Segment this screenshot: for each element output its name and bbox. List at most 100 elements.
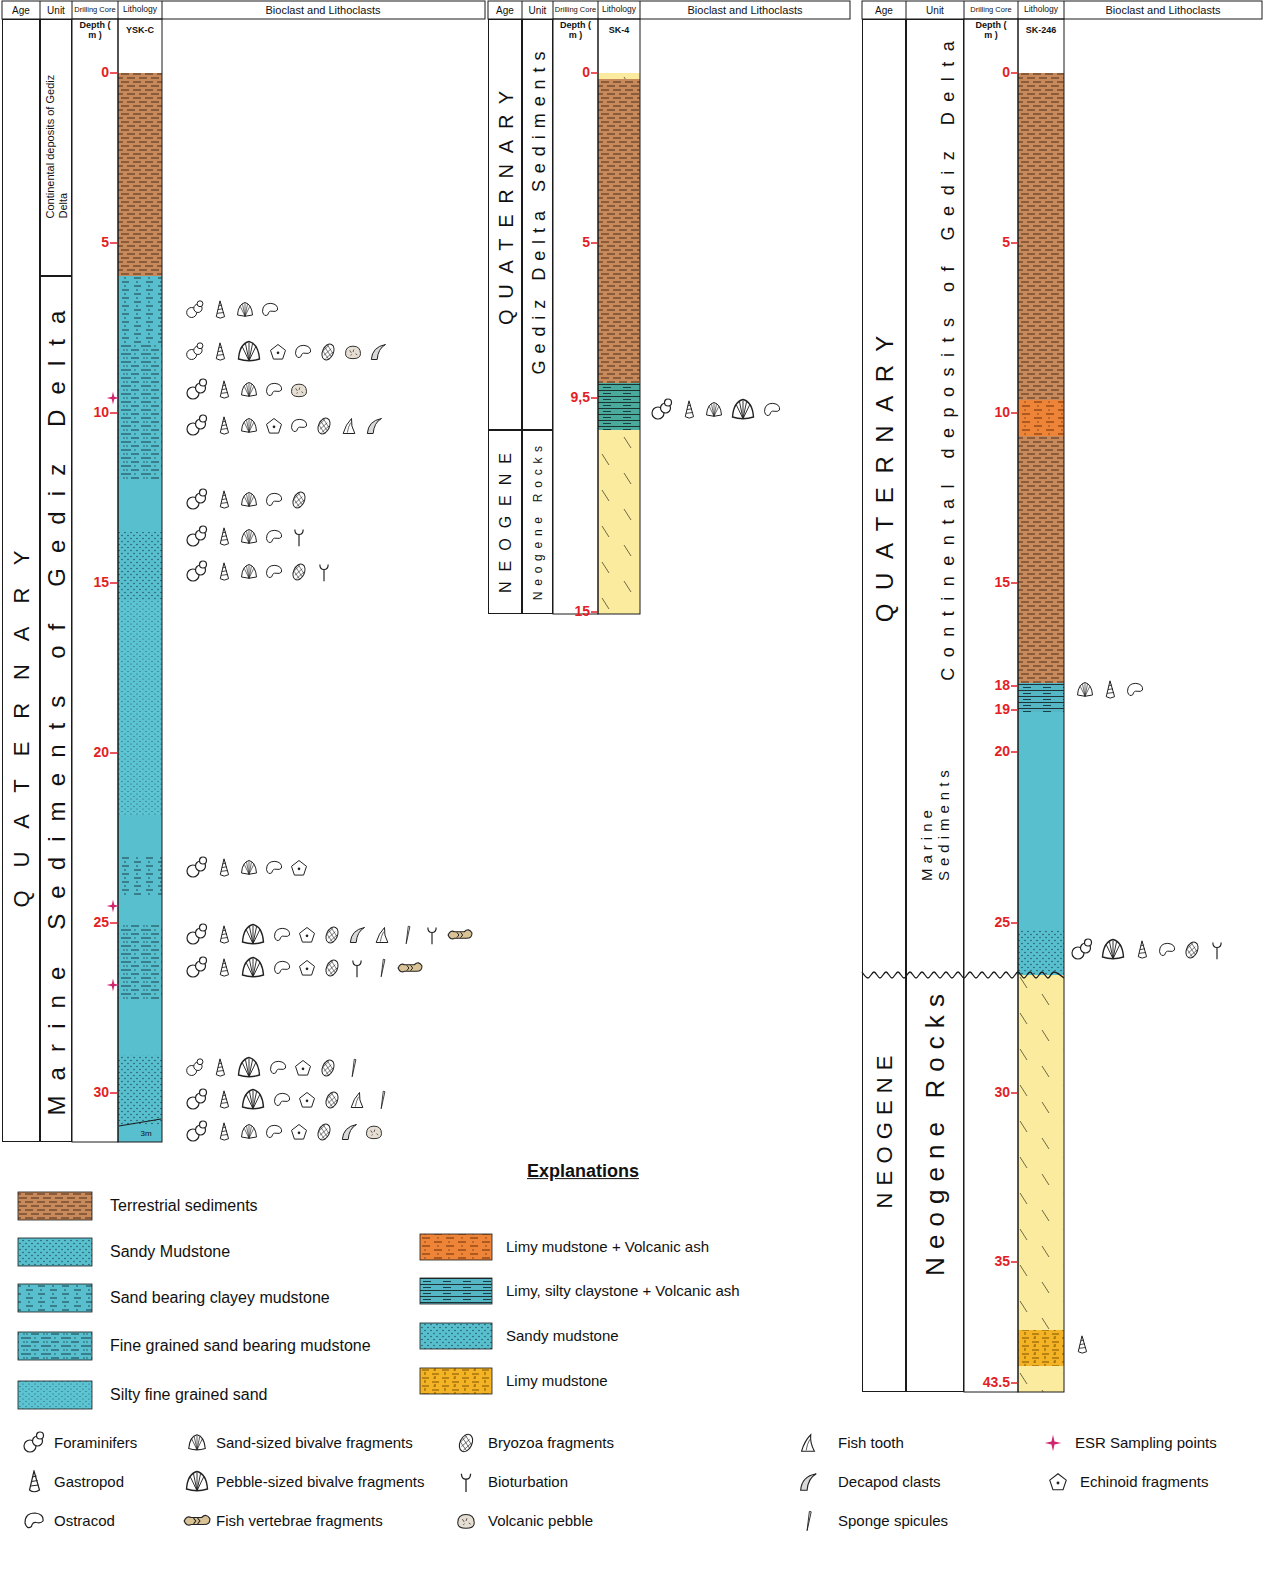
bioclast-icon — [448, 930, 472, 939]
bioclast-icon — [187, 489, 207, 509]
bioclast-icon — [1103, 940, 1124, 959]
bioclast-icon — [351, 1093, 363, 1108]
legend-text: Sand bearing clayey mudstone — [110, 1289, 330, 1307]
legend-text: Fine grained sand bearing mudstone — [110, 1337, 371, 1355]
lithology-layer — [1018, 436, 1064, 683]
unconformity-line — [862, 972, 1064, 978]
legend-title: Explanations — [527, 1162, 639, 1182]
lithology-layer — [118, 600, 162, 815]
bioclast-icon — [1072, 939, 1092, 959]
bioclast-icon — [267, 1125, 282, 1137]
depth-tick — [110, 752, 118, 754]
unit-column-cell: QUATERNARY — [862, 19, 906, 975]
bioclast-icon — [187, 343, 203, 360]
lithology-layer — [598, 79, 640, 383]
lithology-layer — [1018, 400, 1064, 436]
depth-tick — [110, 242, 118, 244]
bioclast-icon — [243, 1090, 264, 1109]
bioclast-icon — [352, 1059, 356, 1077]
bioclast-icon — [187, 1089, 207, 1109]
bioclast-icon — [187, 1121, 207, 1141]
lithology-layer — [1018, 73, 1064, 400]
header-divider — [964, 1, 965, 19]
legend-symbol — [187, 1472, 208, 1491]
legend-swatch — [420, 1234, 492, 1260]
depth-value: 30 — [93, 1085, 109, 1100]
legend-text: Silty fine grained sand — [110, 1386, 267, 1404]
legend-swatch — [18, 1381, 92, 1409]
bioclast-icon — [187, 379, 207, 399]
column-grid — [2, 1, 1262, 1392]
header-row — [862, 1, 1262, 19]
esr-sample-star — [107, 900, 120, 913]
bioclast-icon — [324, 958, 341, 978]
legend-text: Volcanic pebble — [488, 1513, 593, 1530]
bioclast-icon — [406, 926, 410, 944]
bioclast-icon — [342, 1125, 356, 1140]
header-divider — [1018, 1, 1019, 19]
core-column — [553, 19, 598, 614]
bioclast-icon — [292, 861, 307, 876]
depth-value: 0 — [582, 65, 590, 80]
header-divider — [72, 1, 73, 19]
depth-value: 18 — [994, 678, 1010, 693]
header-row — [2, 1, 485, 19]
bioclast-icon — [1128, 683, 1143, 695]
header-divider — [906, 1, 907, 19]
legend-text: Sponge spicules — [838, 1513, 948, 1530]
bioclast-icon — [187, 561, 207, 581]
depth-value: 25 — [93, 915, 109, 930]
bioclast-icon — [216, 343, 224, 360]
legend-symbol — [458, 1515, 475, 1529]
legend-swatch — [18, 1238, 92, 1266]
legend-symbol — [802, 1435, 815, 1452]
unit-name: NEOGENE — [872, 1048, 897, 1215]
column-header: Unit — [926, 5, 944, 16]
bioclast-icon — [220, 1123, 228, 1140]
bioclast-icon — [300, 928, 315, 943]
legend-symbol — [1050, 1474, 1067, 1490]
bioclast-icon — [428, 928, 436, 945]
lithology-layer — [118, 1000, 162, 1055]
depth-value: 10 — [93, 405, 109, 420]
bioclast-icon — [324, 925, 341, 945]
bioclast-icon — [652, 399, 672, 419]
bioclast-icon — [292, 384, 307, 397]
unit-column-cell: Neogene Rocks — [522, 430, 553, 614]
bioclast-icon — [367, 419, 381, 434]
column-header: Drilling Core — [970, 6, 1012, 14]
bioclast-icon — [187, 924, 207, 944]
legend-text: Bioturbation — [488, 1474, 568, 1491]
column-header: Bioclast and Lithoclasts — [688, 4, 803, 16]
depth-tick — [1011, 72, 1018, 74]
lithology-layer — [118, 925, 162, 1000]
depth-value: 19 — [994, 702, 1010, 717]
legend-symbol — [461, 1474, 470, 1492]
legend-text: Terrestrial sediments — [110, 1197, 258, 1215]
legend-text: Decapod clasts — [838, 1474, 941, 1491]
bioclast-icon — [239, 1058, 260, 1077]
bioclast-icon — [220, 859, 228, 876]
bioclast-icon — [242, 1125, 257, 1139]
legend-text: Echinoid fragments — [1080, 1474, 1208, 1491]
depth-tick — [591, 72, 598, 74]
depth-value: 35 — [994, 1254, 1010, 1269]
lithology-layer — [118, 855, 162, 895]
bioclast-icon — [295, 530, 303, 547]
depth-tick — [1011, 1092, 1018, 1094]
unit-column-cell: Neogene Rocks — [906, 975, 964, 1392]
legend-swatch — [420, 1278, 492, 1304]
bioclast-icon — [296, 345, 311, 357]
unit-column-cell: Continental deposits of Gediz DeltaMarin… — [906, 19, 964, 975]
bioclast-icon — [296, 1061, 311, 1076]
depth-value: 15 — [574, 604, 590, 619]
lithology-column — [1018, 19, 1064, 1392]
bioclast-icon — [300, 961, 315, 976]
bioclast-icons — [187, 301, 1222, 1353]
bioclast-icon — [291, 490, 308, 510]
depth-value: 0 — [1002, 65, 1010, 80]
header-row — [488, 1, 850, 19]
depth-value: 20 — [93, 745, 109, 760]
bioclast-icon — [350, 928, 364, 943]
unit-column-cell: QUATERNARY — [2, 19, 40, 1142]
